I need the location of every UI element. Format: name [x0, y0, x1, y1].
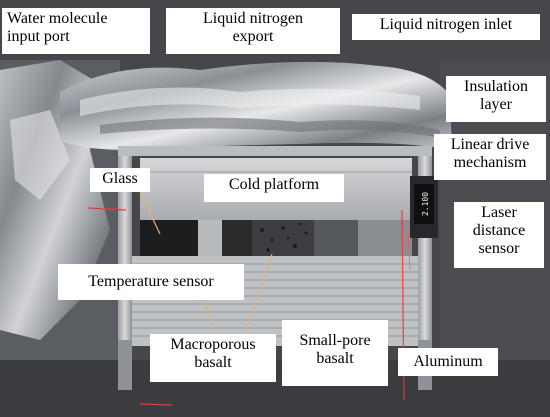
label-aluminum: Aluminum [398, 348, 498, 376]
sensor-display [414, 184, 434, 224]
glass-sample [140, 220, 198, 256]
display-reading: 2.100 [421, 192, 430, 216]
label-linear-drive: Linear drive mechanism [434, 134, 546, 180]
laser-streak-left [87, 207, 127, 211]
label-ln2-inlet: Liquid nitrogen inlet [352, 14, 540, 40]
label-cold-platform: Cold platform [204, 174, 344, 202]
aluminum-sample [358, 220, 412, 256]
gap-1 [198, 220, 222, 256]
frame-top-bar [118, 146, 432, 156]
label-temp-sensor: Temperature sensor [58, 264, 244, 300]
macroporous-sample [252, 220, 314, 256]
foil-highlight [80, 87, 420, 116]
pores [260, 222, 308, 252]
label-insulation: Insulation layer [446, 76, 546, 122]
laser-streak-bottom [139, 403, 173, 406]
foil-crease [100, 117, 440, 138]
label-glass: Glass [90, 168, 150, 192]
label-ln2-export: Liquid nitrogen export [166, 8, 340, 54]
left-foil-highlight [10, 110, 70, 200]
label-macroporous: Macroporous basalt [150, 334, 276, 382]
laser-reflection [407, 229, 411, 271]
label-water-inlet: Water molecule input port [2, 8, 150, 54]
label-laser-sensor: Laser distance sensor [454, 202, 544, 268]
leg-left [118, 340, 132, 390]
dark-sample [222, 220, 252, 256]
small-pore-sample [314, 220, 358, 256]
label-small-pore: Small-pore basalt [282, 320, 388, 386]
